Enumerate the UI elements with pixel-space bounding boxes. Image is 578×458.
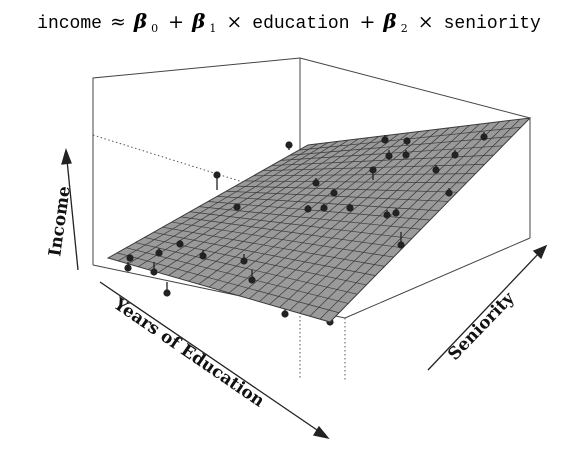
data-point (155, 249, 163, 257)
data-point (451, 151, 459, 159)
plane-grid-line (299, 121, 500, 314)
plane-grid-line (228, 130, 430, 294)
eq-sub2: 2 (401, 22, 408, 35)
plane-grid-line (279, 123, 480, 308)
seniority-arrowhead (532, 244, 548, 260)
eq-lhs: income (37, 14, 102, 34)
data-point (403, 137, 411, 145)
eq-sub1: 1 (209, 22, 216, 35)
data-point (402, 151, 410, 159)
data-point (397, 241, 405, 249)
data-point (330, 189, 338, 197)
eq-beta2: β (382, 9, 396, 33)
data-point (392, 209, 400, 217)
plane-grid-line (309, 120, 511, 317)
data-point (240, 257, 248, 265)
points-above-plane (124, 132, 488, 284)
eq-approx: ≈ (110, 11, 126, 33)
eq-sub0: 0 (151, 22, 158, 35)
data-point (369, 166, 377, 174)
plane-grid-line (280, 145, 503, 161)
data-point (432, 166, 440, 174)
regression-plane-grid (116, 118, 521, 320)
plane-grid-line (244, 180, 467, 184)
education-axis-label: Years of Education (109, 294, 268, 412)
box-edge-right-bottom (344, 237, 531, 319)
data-point (126, 254, 134, 262)
data-point (480, 133, 488, 141)
box-edge-right-top (299, 57, 531, 119)
plane-grid-line (226, 190, 449, 202)
seniority-axis-arrow (427, 251, 541, 371)
data-point (163, 289, 171, 297)
equation-title: income ≈ β 0 + β 1 × education + β 2 × s… (37, 9, 541, 36)
plane-grid-line (259, 126, 460, 302)
plane-grid-line (207, 201, 431, 221)
data-point (383, 211, 391, 219)
plane-grid-line (298, 126, 521, 151)
eq-times1: × (226, 11, 242, 33)
data-point (176, 240, 184, 248)
data-point (213, 171, 221, 179)
box-edge-top-back (92, 57, 301, 135)
data-point (124, 264, 132, 272)
data-point (304, 205, 312, 213)
plane-grid-line (289, 136, 512, 156)
plane-grid-line (253, 173, 476, 177)
eq-var1: education (252, 14, 349, 34)
data-point (320, 204, 328, 212)
data-point (312, 179, 320, 187)
data-point (285, 141, 293, 149)
eq-plus1: + (168, 11, 184, 33)
data-point (281, 310, 289, 318)
data-point (385, 152, 393, 160)
income-axis-label: Income (45, 185, 75, 258)
plane-grid-line (235, 185, 458, 193)
eq-plus2: + (360, 11, 376, 33)
data-point (381, 136, 389, 144)
eq-beta1: β (191, 9, 205, 33)
education-axis-arrow (99, 281, 321, 433)
seniority-axis-label: Seniority (444, 288, 519, 365)
data-point (233, 203, 241, 211)
eq-var2: seniority (444, 14, 541, 34)
eq-times2: × (418, 11, 434, 33)
income-axis-arrow (66, 159, 79, 271)
data-point (346, 204, 354, 212)
plane-grid-line (249, 127, 450, 299)
data-point (445, 189, 453, 197)
plane-grid-line (319, 118, 521, 320)
data-point (248, 276, 256, 284)
axis-arrows (61, 147, 548, 440)
plane-grid-line (217, 196, 440, 212)
plane-grid-line (269, 125, 470, 305)
data-point (199, 252, 207, 260)
income-arrowhead (61, 147, 72, 165)
education-arrowhead (312, 425, 330, 440)
eq-beta0: β (133, 9, 147, 33)
data-point (150, 268, 158, 276)
box-edges (92, 57, 531, 319)
